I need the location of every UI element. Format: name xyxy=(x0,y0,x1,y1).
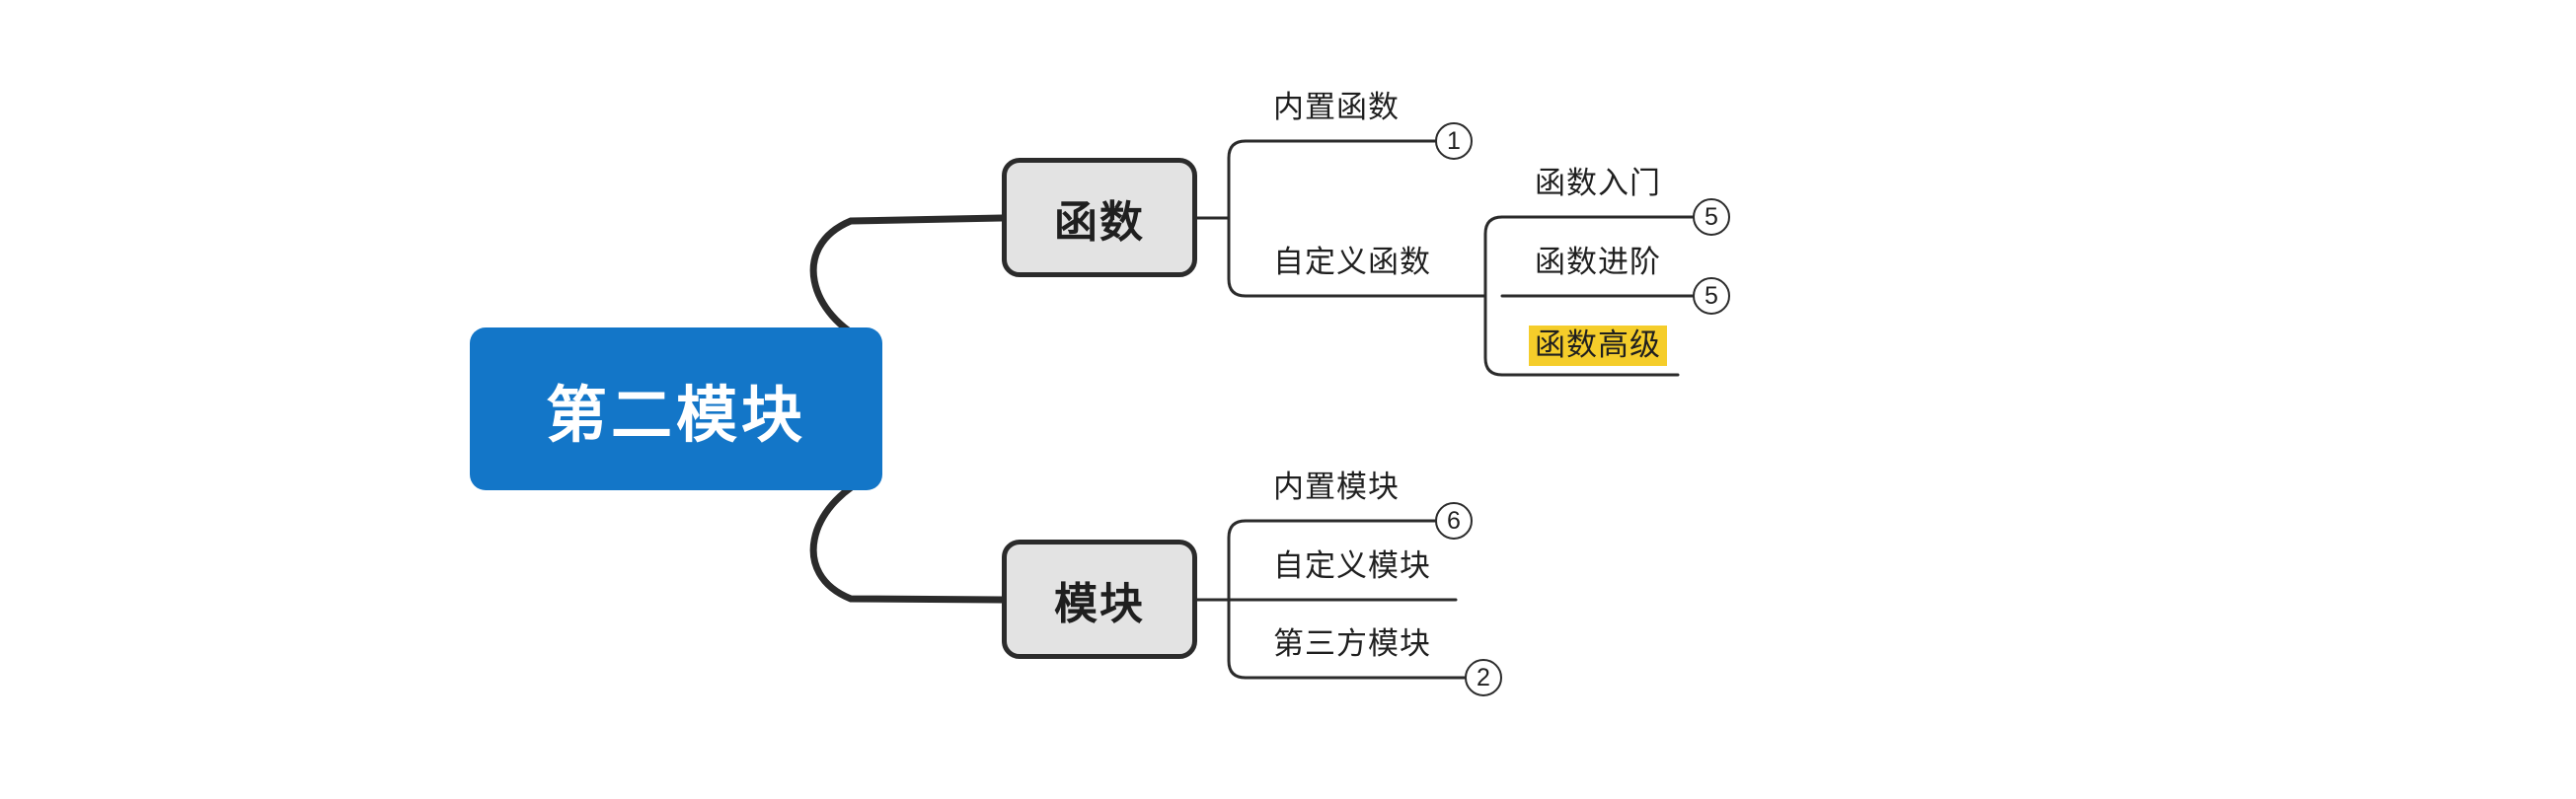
leaf-label-thirdparty-module[interactable]: 第三方模块 xyxy=(1273,626,1431,661)
badge-function-intermediate-count[interactable]: 5 xyxy=(1693,277,1730,315)
badge-builtin-function-count[interactable]: 1 xyxy=(1435,122,1473,160)
root-node-second-module[interactable]: 第二模块 xyxy=(470,327,882,490)
spine-custom-function xyxy=(1483,215,1504,377)
leaf-label-function-intro[interactable]: 函数入门 xyxy=(1535,166,1661,200)
spine-functions xyxy=(1227,139,1248,298)
leaf-label-builtin-module[interactable]: 内置模块 xyxy=(1273,470,1400,504)
leaf-label-function-intermediate[interactable]: 函数进阶 xyxy=(1535,245,1661,279)
branch-node-functions[interactable]: 函数 xyxy=(1002,158,1197,277)
badge-thirdparty-module-count[interactable]: 2 xyxy=(1465,659,1502,696)
branch-node-modules[interactable]: 模块 xyxy=(1002,540,1197,659)
leaf-label-function-advanced[interactable]: 函数高级 xyxy=(1529,326,1667,366)
leaf-label-custom-function[interactable]: 自定义函数 xyxy=(1273,245,1431,279)
leaf-label-custom-module[interactable]: 自定义模块 xyxy=(1273,548,1431,583)
edge-root-to-modules xyxy=(809,473,1006,604)
badge-function-intro-count[interactable]: 5 xyxy=(1693,198,1730,236)
leaf-label-builtin-function[interactable]: 内置函数 xyxy=(1273,90,1400,124)
edge-root-to-functions xyxy=(809,214,1006,346)
badge-builtin-module-count[interactable]: 6 xyxy=(1435,502,1473,540)
